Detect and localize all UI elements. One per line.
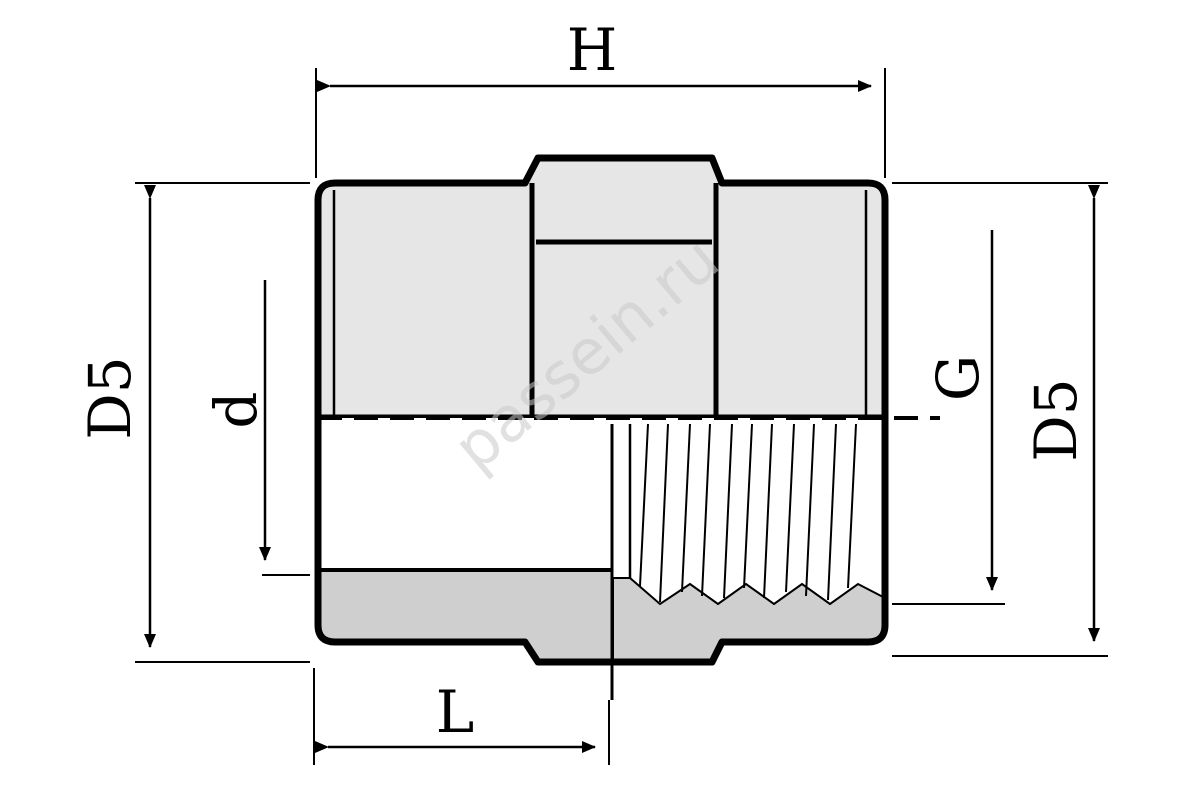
fitting-body: [314, 154, 940, 700]
dimension-G: G: [892, 230, 1005, 605]
dimension-D5-right: D5: [892, 182, 1108, 657]
dimension-L: L: [313, 668, 610, 765]
dimension-D5-left: D5: [76, 182, 310, 663]
dimension-L-label: L: [436, 678, 475, 746]
dimension-H: H: [315, 16, 886, 178]
dimension-D5-right-label: D5: [1022, 378, 1090, 461]
dimension-d: d: [202, 280, 310, 576]
dimension-H-label: H: [567, 16, 618, 84]
bore-area: [318, 418, 613, 570]
lower-half-outline: [314, 418, 889, 666]
dimension-G-label: G: [924, 355, 992, 401]
upper-half-body: [314, 154, 889, 422]
lower-left-section: [318, 570, 613, 662]
dimension-D5-left-label: D5: [76, 356, 144, 439]
thread-lines: [639, 423, 857, 603]
dimension-d-label: d: [202, 391, 270, 428]
